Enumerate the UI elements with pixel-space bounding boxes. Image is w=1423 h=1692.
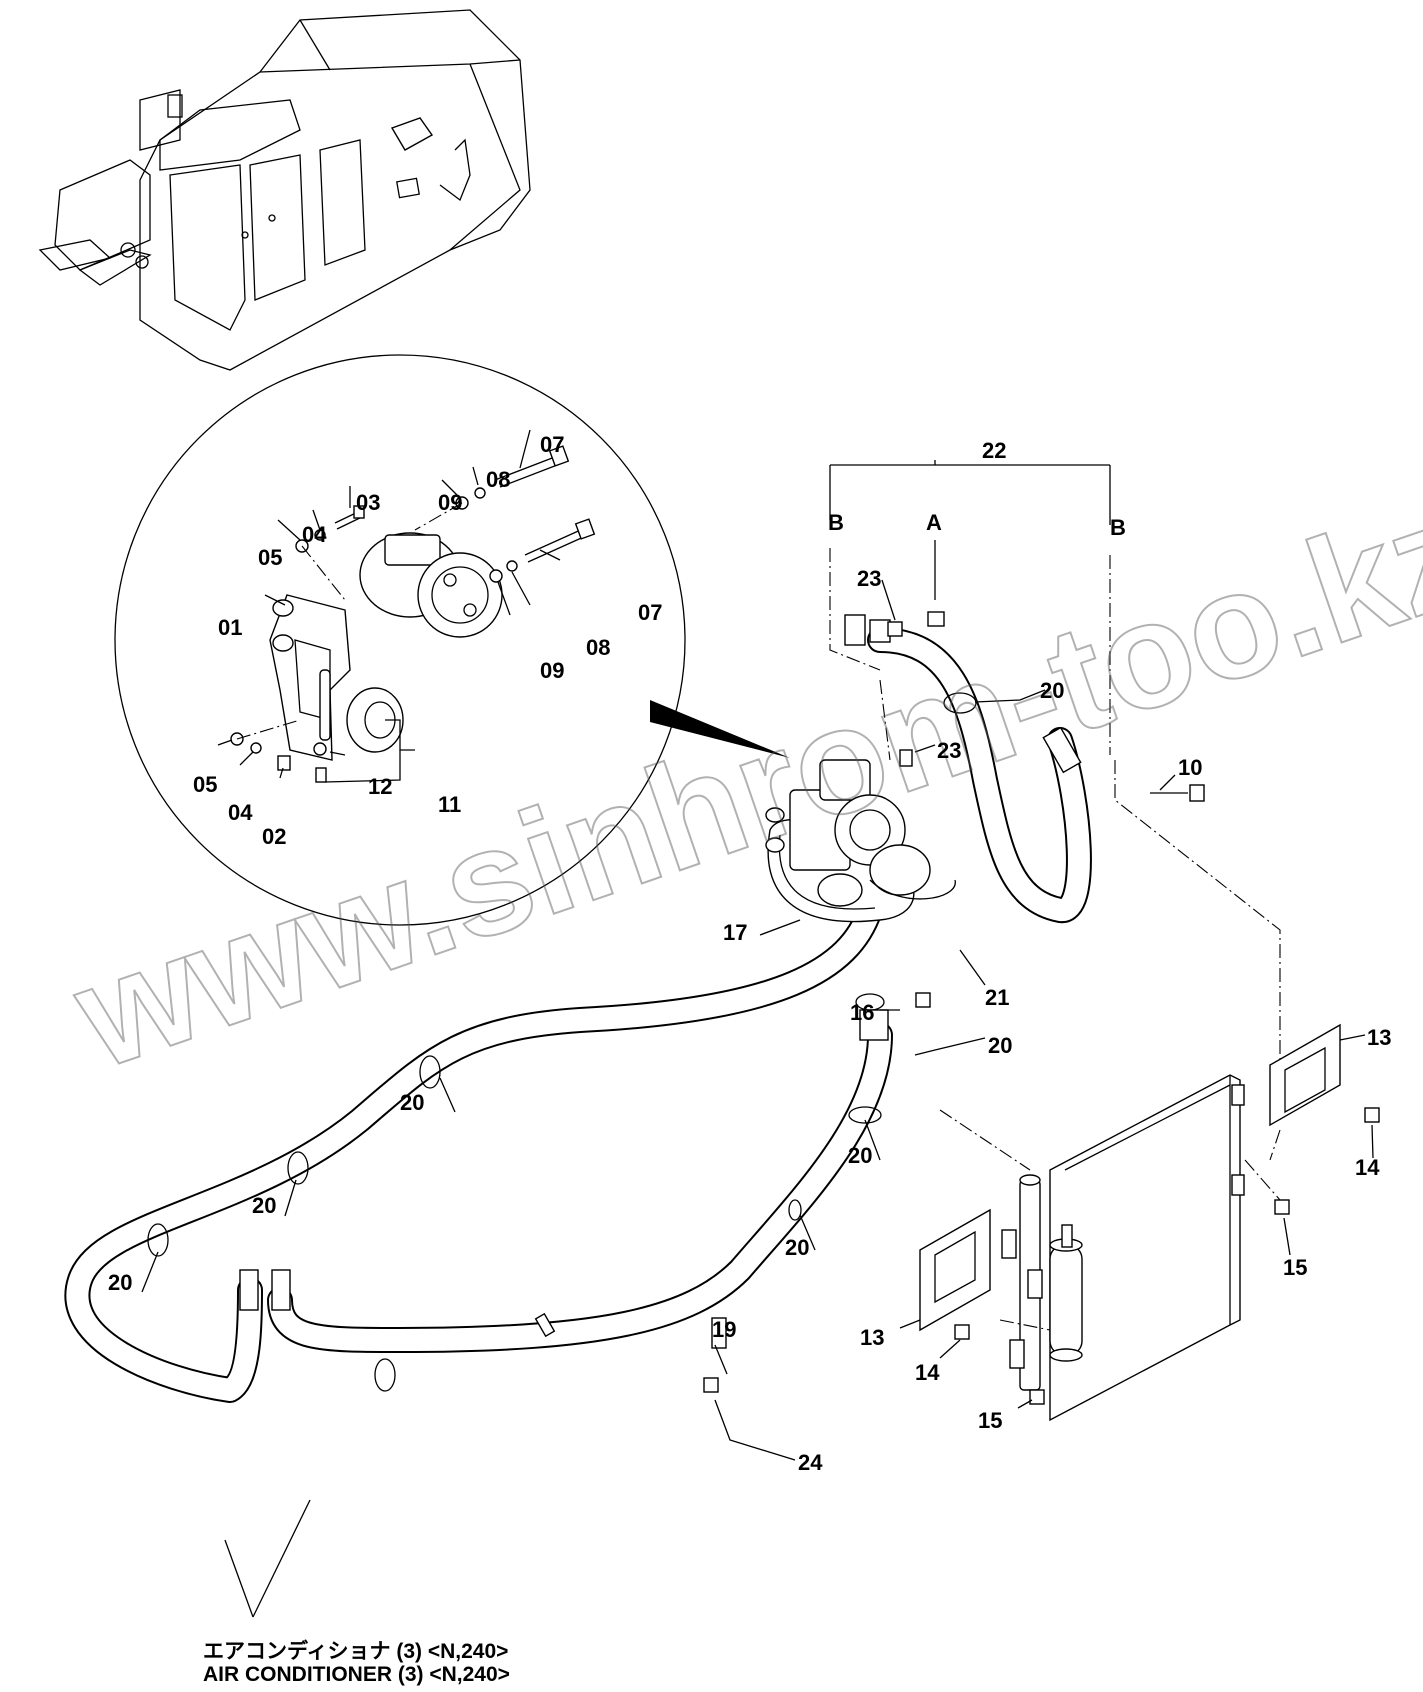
callout-20: 20 [108, 1270, 132, 1295]
mounting-plates [919, 1023, 1380, 1405]
hose-22 [867, 627, 1092, 923]
callout-07: 07 [638, 600, 662, 625]
callout-04: 04 [228, 800, 253, 825]
callout-15: 15 [978, 1408, 1002, 1433]
callout-24: 24 [798, 1450, 823, 1475]
callout-01: 01 [218, 615, 242, 640]
callout-20: 20 [848, 1143, 872, 1168]
callout-04: 04 [302, 522, 327, 547]
leader-lines [141, 579, 1374, 1618]
excavator-overview [38, 9, 531, 371]
callout-labels: 01 05 04 03 09 08 07 07 08 09 05 04 02 1… [108, 432, 1391, 1475]
callout-03: 03 [356, 490, 380, 515]
callout-16: 16 [850, 1000, 874, 1025]
callout-23: 23 [857, 566, 881, 591]
hose-condenser-return [267, 1022, 893, 1353]
condenser [939, 1074, 1245, 1422]
callout-B: B [1110, 515, 1126, 540]
callout-08: 08 [586, 635, 610, 660]
detail-circle [114, 354, 790, 926]
callout-B: B [828, 510, 844, 535]
hose-main-loop [64, 897, 883, 1403]
compressor-assembly [765, 759, 956, 923]
compressor-bracket-detail [217, 429, 596, 783]
callout-20: 20 [252, 1193, 276, 1218]
callout-13: 13 [1367, 1025, 1391, 1050]
callout-21: 21 [985, 985, 1009, 1010]
callout-11: 11 [438, 792, 461, 817]
callout-A: A [926, 510, 942, 535]
note-english: AIR CONDITIONER (3) <N,240> [203, 1663, 510, 1686]
callout-20: 20 [785, 1235, 809, 1260]
callout-09: 09 [540, 658, 564, 683]
callout-13: 13 [860, 1325, 884, 1350]
bolts-top [703, 611, 1205, 1393]
hose-clamps [147, 692, 977, 1392]
note-japanese: エアコンディショナ (3) <N,240> [203, 1640, 509, 1663]
callout-20: 20 [400, 1090, 424, 1115]
callout-23: 23 [937, 738, 961, 763]
callout-10: 10 [1178, 755, 1202, 780]
callout-05: 05 [258, 545, 282, 570]
callout-05: 05 [193, 772, 217, 797]
hose-fittings [239, 614, 1082, 1311]
callout-02: 02 [262, 824, 286, 849]
callout-19: 19 [712, 1317, 736, 1342]
callout-07: 07 [540, 432, 564, 457]
callout-12: 12 [368, 774, 392, 799]
connector-bracket-ab [829, 460, 1281, 1120]
callout-14: 14 [1355, 1155, 1380, 1180]
callout-14: 14 [915, 1360, 940, 1385]
callout-20: 20 [1040, 678, 1064, 703]
callout-15: 15 [1283, 1255, 1307, 1280]
callout-22: 22 [982, 438, 1006, 463]
callout-17: 17 [723, 920, 747, 945]
callout-08: 08 [486, 467, 510, 492]
callout-20: 20 [988, 1033, 1012, 1058]
callout-09: 09 [438, 490, 462, 515]
